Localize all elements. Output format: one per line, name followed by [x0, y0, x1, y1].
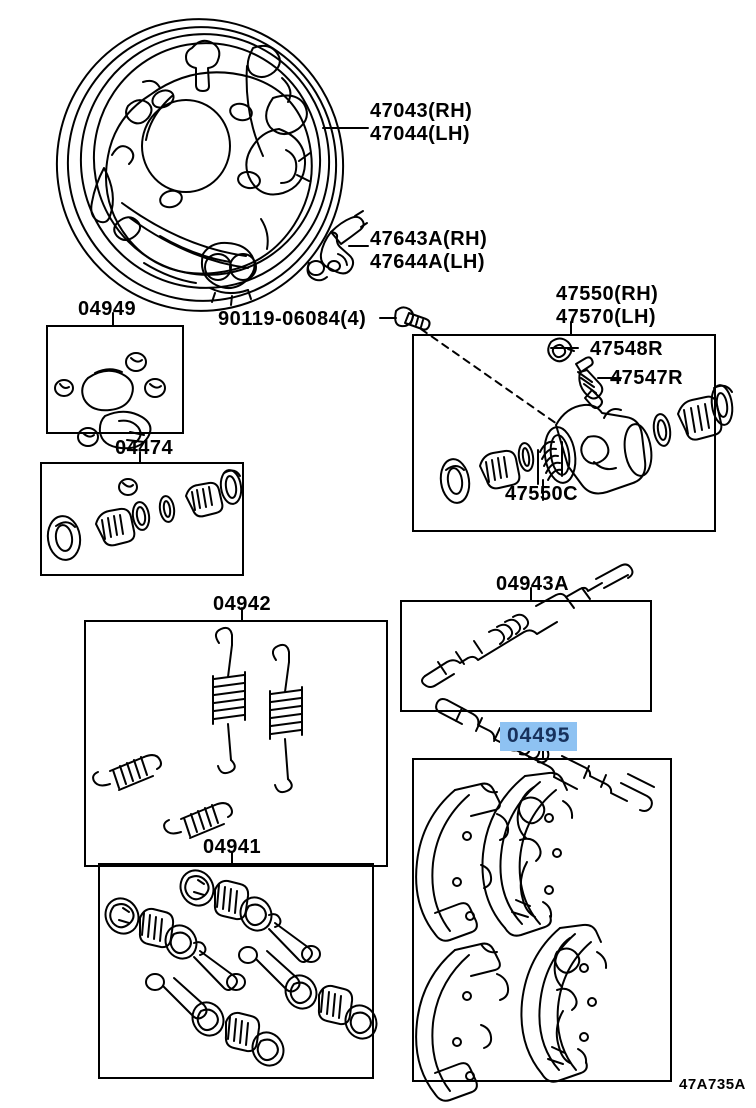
- label-hold-down-kit: 04941: [203, 836, 262, 858]
- label-backing-plate-lh: 47044(LH): [370, 123, 471, 145]
- boot-kit-box: [46, 325, 184, 434]
- label-cylinder-kit: 47550C: [505, 483, 579, 505]
- label-parking-brake-lever: 47643A(RH) 47644A(LH): [370, 228, 487, 274]
- label-lever-rh: 47643A(RH): [370, 228, 488, 250]
- parking-brake-lever-illustration: [306, 210, 368, 282]
- label-backing-plate-rh: 47043(RH): [370, 100, 473, 122]
- label-bolt: 90119-06084(4): [218, 308, 367, 330]
- spring-kit-illustration: [92, 626, 303, 839]
- brake-shoe-kit-box: [412, 758, 672, 1082]
- label-bleeder-cap: 47548R: [590, 338, 664, 360]
- label-cylinder-rh: 47550(RH): [556, 283, 659, 305]
- label-spring-kit: 04942: [213, 593, 272, 615]
- label-lever-lh: 47644A(LH): [370, 251, 486, 273]
- label-adjuster-kit: 04943A: [496, 573, 570, 595]
- brake-shoe-illustration: [415, 771, 608, 1102]
- hold-down-kit-box: [98, 863, 374, 1079]
- label-bleeder-plug: 47547R: [610, 367, 684, 389]
- label-boot-kit: 04949: [78, 298, 137, 320]
- label-cylinder-lh: 47570(LH): [556, 306, 657, 328]
- label-backing-plate: 47043(RH) 47044(LH): [370, 100, 472, 146]
- adjuster-kit-box: [400, 600, 652, 712]
- bolt-illustration: [394, 306, 431, 331]
- cylinder-repair-kit-illustration: [46, 469, 243, 561]
- adjuster-kit-illustration: [421, 563, 655, 812]
- hold-down-kit-illustration: [104, 869, 378, 1067]
- cylinder-repair-kit-box: [40, 462, 244, 576]
- dashed-assembly-leader: [420, 328, 558, 425]
- label-brake-shoe-kit-selected[interactable]: 04495: [500, 722, 578, 751]
- label-cylinder-repair-kit: 04474: [115, 437, 174, 459]
- figure-code: 47A735A: [679, 1076, 746, 1093]
- label-wheel-cylinder: 47550(RH) 47570(LH): [556, 283, 658, 329]
- wheel-cylinder-box: [412, 334, 716, 532]
- backing-plate-illustration: [55, 18, 345, 312]
- spring-kit-box: [84, 620, 388, 867]
- wheel-cylinder-illustration: [439, 337, 734, 504]
